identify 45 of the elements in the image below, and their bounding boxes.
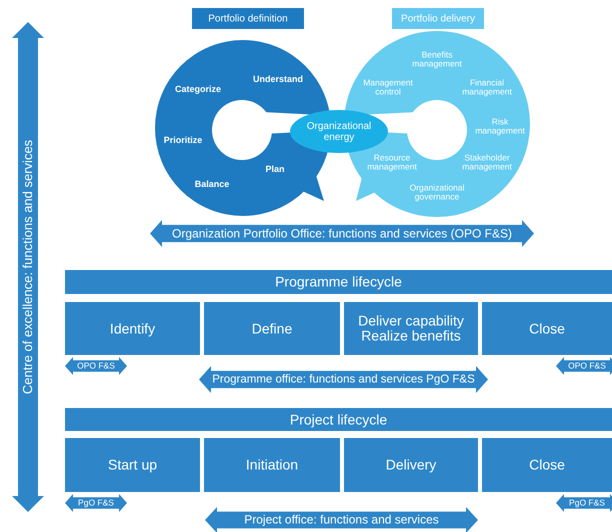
phase-box xyxy=(344,302,478,355)
box-label: Deliver capability Realize benefits xyxy=(357,313,465,344)
phase-box xyxy=(204,438,340,492)
phase-box xyxy=(204,302,340,355)
step-label: Organizational governance xyxy=(408,184,466,202)
band-label: PgO F&S xyxy=(569,498,605,508)
phase-box xyxy=(344,438,478,492)
lifecycle-bar xyxy=(65,408,612,431)
box-label: Define xyxy=(252,320,292,336)
band-label: OPO F&S xyxy=(77,361,115,371)
step-label: Risk management xyxy=(474,118,526,136)
box-label: Start up xyxy=(108,457,158,473)
band-label: Programme office: functions and services PgO F&S xyxy=(212,373,475,386)
heading-box xyxy=(392,8,484,29)
box-label: Portfolio definition xyxy=(208,13,288,24)
step-label: Benefits management xyxy=(411,50,463,70)
band-label: Project office: functions and services xyxy=(244,513,439,527)
step-label: Understand xyxy=(253,75,303,85)
box-label: Initiation xyxy=(246,457,298,473)
box-label: Close xyxy=(529,320,565,336)
band-label: Organization Portfolio Office: functions and services (OPO F&S) xyxy=(172,226,512,240)
phase-box xyxy=(482,438,612,492)
box-label: Portfolio delivery xyxy=(401,13,475,24)
heading-box xyxy=(192,8,304,29)
phase-box xyxy=(482,302,612,355)
phase-box xyxy=(65,438,200,492)
lifecycle-bar xyxy=(65,270,612,294)
band-label: Organizational energy xyxy=(306,120,372,142)
band-label: OPO F&S xyxy=(568,361,606,371)
box-label: Delivery xyxy=(386,457,436,473)
band-label: PgO F&S xyxy=(78,498,114,508)
step-label: Management control xyxy=(362,78,414,98)
box-label: Close xyxy=(529,457,565,473)
step-label: Stakeholder management xyxy=(461,154,513,172)
box-label: Identify xyxy=(110,320,156,336)
step-label: Resource management xyxy=(366,154,418,172)
band-label: Centre of excellence: functions and services xyxy=(20,140,36,394)
box-label: Project lifecycle xyxy=(290,412,388,428)
phase-box xyxy=(65,302,200,355)
step-label: Balance xyxy=(194,180,230,190)
box-label: Programme lifecycle xyxy=(275,274,402,290)
step-label: Financial management xyxy=(461,78,513,98)
step-label: Plan xyxy=(266,165,284,175)
step-label: Prioritize xyxy=(164,136,202,146)
step-label: Categorize xyxy=(175,85,221,95)
